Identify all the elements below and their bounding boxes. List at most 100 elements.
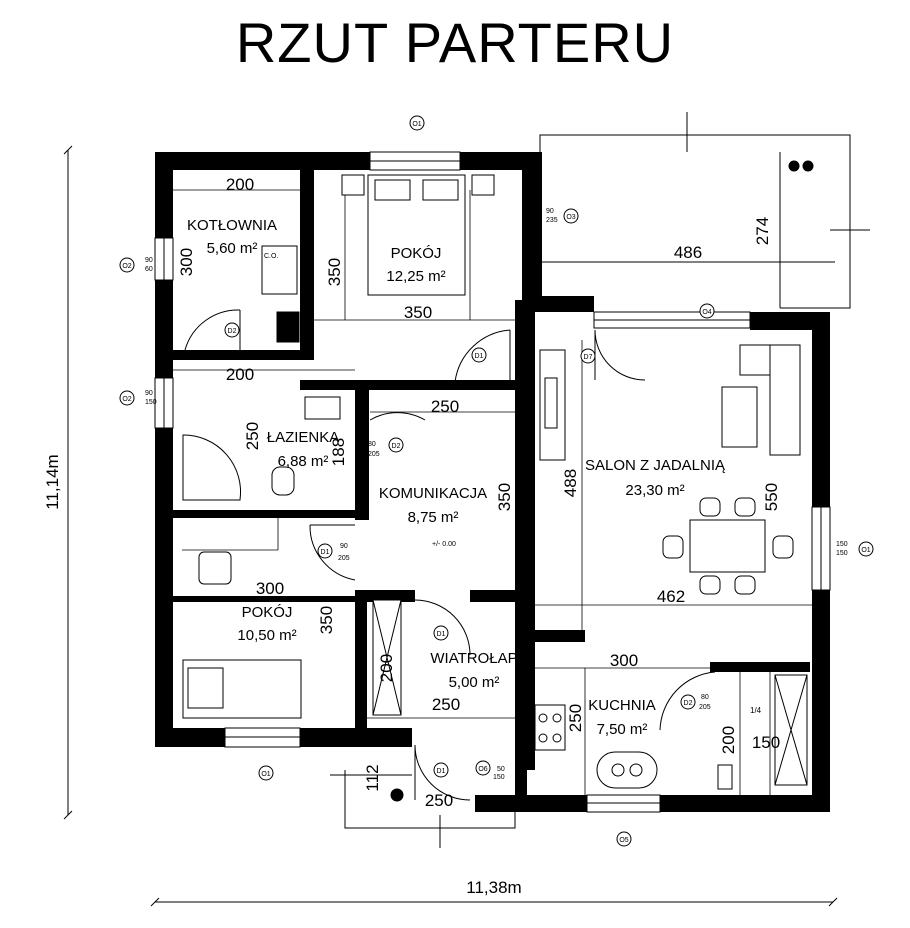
dim-taras-w: 486 xyxy=(674,243,702,262)
dim-laz-h: 250 xyxy=(243,422,262,450)
size-d2k-b: 205 xyxy=(699,704,711,711)
room-area-lazienka: 6,88 m² xyxy=(278,453,329,470)
dim-pok-bot-w: 300 xyxy=(256,579,284,598)
size-o2-kot-a: 90 xyxy=(145,257,153,264)
dim-laz-w: 200 xyxy=(226,365,254,384)
dim-kuch-h2: 200 xyxy=(719,726,738,754)
size-o6-a: 50 xyxy=(497,766,505,773)
dim-kot-w: 200 xyxy=(226,175,254,194)
size-d2-b: 205 xyxy=(368,451,380,458)
desk-chair xyxy=(198,551,232,585)
room-area-pokoj-top: 12,25 m² xyxy=(386,268,445,285)
room-area-pokoj-bottom: 10,50 m² xyxy=(237,627,296,644)
dim-kot-h: 300 xyxy=(177,248,196,276)
tag-d1-pokoj-bottom: D1 xyxy=(321,549,330,556)
dim-wia-w: 250 xyxy=(432,695,460,714)
dim-entry-h: 112 xyxy=(363,764,382,791)
tv xyxy=(721,386,758,448)
page-title: RZUT PARTERU xyxy=(235,11,675,74)
tag-o3: O3 xyxy=(566,214,575,221)
size-d1-b: 205 xyxy=(338,555,350,562)
dim-pok-top-w: 350 xyxy=(404,303,432,322)
dim-kom-w: 250 xyxy=(431,397,459,416)
dim-kuch-h: 250 xyxy=(566,704,585,732)
boiler xyxy=(261,245,298,295)
sofa xyxy=(769,344,801,456)
size-d2-a: 80 xyxy=(368,441,376,448)
size-o3-a: 90 xyxy=(546,208,554,215)
overall-dimension-lines xyxy=(63,145,838,907)
room-area-komunikacja: 8,75 m² xyxy=(408,509,459,526)
dim-kuch-w2: 150 xyxy=(752,733,780,752)
level-label: +/- 0.00 xyxy=(432,541,456,548)
room-labels: KOTŁOWNIA 5,60 m² POKÓJ 12,25 m² ŁAZIENK… xyxy=(187,217,726,738)
tag-o2-laz: O2 xyxy=(122,396,131,403)
tag-d2-kuchnia: D2 xyxy=(684,700,693,707)
entrance-outline xyxy=(330,770,516,848)
tag-o1-right: O1 xyxy=(861,547,870,554)
tag-d2-kotlownia: D2 xyxy=(228,328,237,335)
room-name-pokoj-bottom: POKÓJ xyxy=(242,604,293,621)
furniture xyxy=(182,160,814,790)
dim-salon-w: 462 xyxy=(657,587,685,606)
dining-table xyxy=(689,519,766,573)
tag-d1-entry: D1 xyxy=(437,768,446,775)
dim-kom-h: 350 xyxy=(495,483,514,511)
kitchen-sink xyxy=(596,751,658,789)
room-area-wiatrolap: 5,00 m² xyxy=(449,674,500,691)
misc-labels: C.O. +/- 0.00 1/4 O1 O2 O2 O3 O4 O1 O1 O… xyxy=(122,121,870,844)
dim-total-width: 11,38m xyxy=(466,878,521,897)
tag-o4: O4 xyxy=(702,309,711,316)
dim-salon-h1: 488 xyxy=(561,469,580,497)
size-d2k-a: 80 xyxy=(701,694,709,701)
room-area-kuchnia: 7,50 m² xyxy=(597,721,648,738)
room-name-komunikacja: KOMUNIKACJA xyxy=(379,485,487,502)
stove xyxy=(534,704,566,751)
exterior-walls xyxy=(155,152,830,812)
room-name-lazienka: ŁAZIENKA xyxy=(267,429,340,446)
tag-o1-top: O1 xyxy=(412,121,421,128)
dim-kuch-w: 300 xyxy=(610,651,638,670)
tag-d1-pokoj: D1 xyxy=(475,353,484,360)
tag-d2-lazienka: D2 xyxy=(392,443,401,450)
dim-pok-top-h: 350 xyxy=(325,258,344,286)
windows xyxy=(154,151,831,813)
interior-lines xyxy=(173,189,812,795)
tag-d7: D7 xyxy=(584,354,593,361)
size-o2-kot-b: 60 xyxy=(145,266,153,273)
tag-o2-kot: O2 xyxy=(122,263,131,270)
dim-entry-w: 250 xyxy=(425,791,453,810)
size-o2-laz-b: 150 xyxy=(145,399,157,406)
size-d1-a: 90 xyxy=(340,543,348,550)
size-o1-right-b: 150 xyxy=(836,550,848,557)
tag-o5: O5 xyxy=(619,837,628,844)
size-o6-b: 150 xyxy=(493,774,505,781)
co-label: C.O. xyxy=(264,253,278,260)
size-o3-b: 235 xyxy=(546,217,558,224)
sink xyxy=(304,396,341,420)
dim-pok-bot-h: 350 xyxy=(317,606,336,634)
size-o1-right-a: 150 xyxy=(836,541,848,548)
size-o2-laz-a: 90 xyxy=(145,390,153,397)
room-name-kuchnia: KUCHNIA xyxy=(588,697,656,714)
room-area-kotlownia: 5,60 m² xyxy=(207,240,258,257)
dim-wia-h: 200 xyxy=(377,654,396,682)
dim-taras-h: 274 xyxy=(753,217,772,245)
tag-d1-wiatrolap: D1 xyxy=(437,631,446,638)
room-area-salon: 23,30 m² xyxy=(625,482,684,499)
room-name-wiatrolap: WIATROŁAP xyxy=(430,650,517,667)
tag-o1-bottom: O1 xyxy=(261,771,270,778)
interior-walls xyxy=(173,170,810,770)
tag-o6: O6 xyxy=(478,766,487,773)
ratio-label: 1/4 xyxy=(750,706,762,715)
room-name-kotlownia: KOTŁOWNIA xyxy=(187,217,277,234)
dimension-labels: 200 300 350 350 200 250 188 250 350 486 … xyxy=(43,175,781,897)
element-tags xyxy=(119,115,874,847)
room-name-pokoj-top: POKÓJ xyxy=(391,245,442,262)
dim-total-height: 11,14m xyxy=(43,454,62,509)
dim-salon-h2: 550 xyxy=(762,483,781,511)
room-name-salon: SALON Z JADALNIĄ xyxy=(585,457,726,474)
dim-laz-small: 188 xyxy=(329,438,348,466)
terrace xyxy=(539,112,870,309)
